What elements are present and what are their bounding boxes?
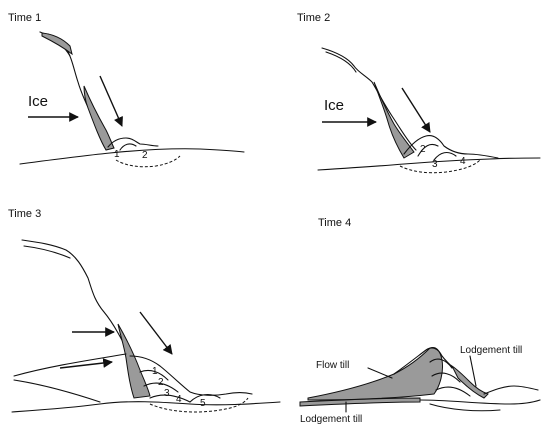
lodgement-till-cap — [452, 366, 488, 398]
ice-label: Ice — [324, 97, 344, 114]
unit-number: 5 — [200, 398, 206, 409]
flow-till — [308, 348, 443, 401]
panel-time-3: Time 3 1 2 3 4 5 — [8, 208, 280, 412]
ice-surface-line — [22, 240, 130, 356]
moraine-surface — [404, 136, 498, 158]
ice-label: Ice — [28, 93, 48, 110]
unit-divider — [120, 144, 136, 150]
substrate-line — [430, 404, 500, 411]
unit-divider — [436, 387, 470, 396]
unit-number: 2 — [158, 377, 164, 388]
unit-number: 1 — [152, 366, 158, 377]
flow-till-label: Flow till — [316, 360, 349, 371]
slope-arrow — [140, 312, 172, 354]
unit-number: 3 — [164, 388, 170, 399]
ice-surface-inner — [24, 246, 70, 258]
ground-line — [12, 402, 280, 412]
till-wedge — [84, 86, 114, 150]
unit-number: 3 — [432, 159, 438, 170]
panel-time-4: Time 4 Flow till Lodgement till Lodgemen… — [300, 217, 540, 425]
panel-title: Time 3 — [8, 208, 41, 220]
unit-number: 4 — [176, 394, 182, 405]
ice-flow-arrow — [60, 362, 112, 368]
panel-title: Time 4 — [318, 217, 351, 229]
unit-number: 2 — [420, 144, 426, 155]
substrate-boundary — [150, 398, 248, 412]
ground-line — [20, 149, 244, 164]
flow-till-leader — [368, 368, 392, 378]
ground-line — [318, 158, 540, 170]
slope-right — [484, 386, 538, 394]
bed-slope-line — [14, 380, 100, 402]
panel-time-2: Time 2 Ice 2 3 4 — [297, 12, 540, 173]
panel-title: Time 2 — [297, 12, 330, 24]
slope-arrow — [402, 88, 430, 132]
unit-number: 4 — [460, 156, 466, 167]
panel-title: Time 1 — [8, 12, 41, 24]
unit-number: 1 — [114, 149, 120, 160]
lodgement-till-label: Lodgement till — [300, 414, 362, 425]
unit-divider — [150, 395, 190, 402]
panel-time-1: Time 1 Ice 1 2 — [8, 12, 244, 167]
slope-arrow — [100, 76, 122, 126]
substrate-boundary — [116, 156, 180, 167]
till-cap — [42, 33, 72, 54]
lodgement-till-leader-top — [470, 356, 476, 386]
lodgement-till-label: Lodgement till — [460, 345, 522, 356]
bed-slope-line — [14, 354, 126, 376]
till-wedge — [118, 324, 150, 398]
unit-number: 2 — [142, 150, 148, 161]
moraine-surface — [108, 138, 158, 147]
